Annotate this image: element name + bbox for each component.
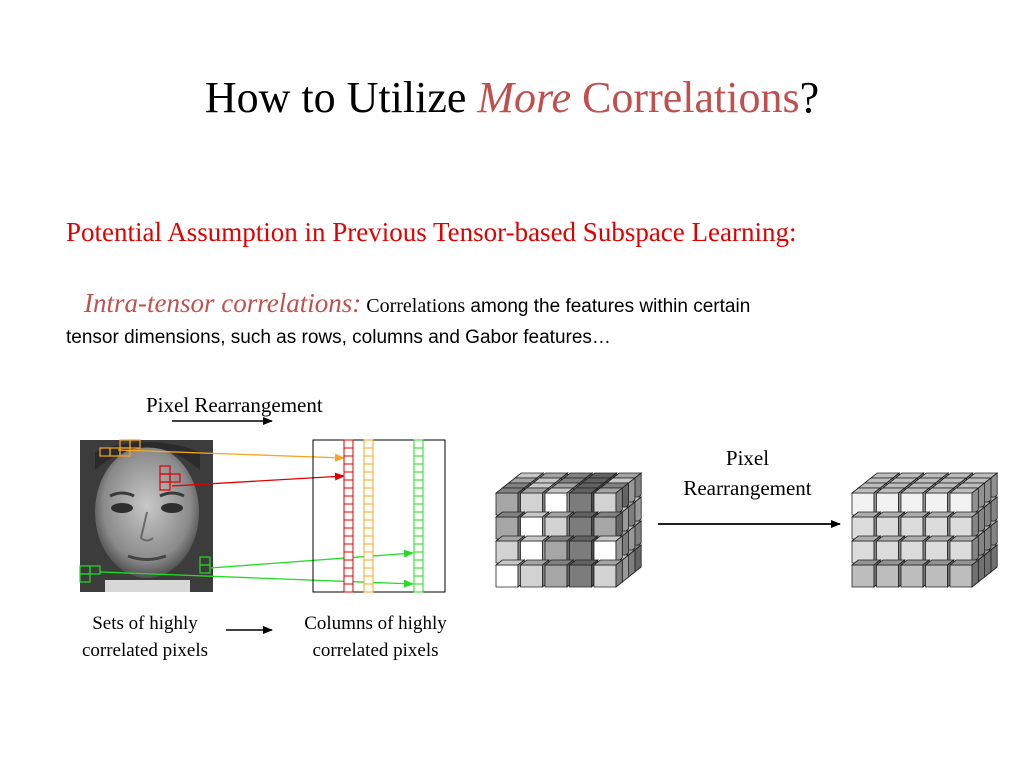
caption-right-line-2: correlated pixels [312, 640, 439, 661]
orange-pixel-group [99, 439, 141, 457]
right-label-line-2: Rearrangement [683, 476, 812, 500]
green-mapping-arrow-1 [209, 549, 414, 569]
voxel-cube-icon [494, 472, 643, 588]
definition-line-2: tensor dimensions, such as rows, columns… [66, 327, 611, 348]
caption-correlated-columns: Columns of highly correlated pixels [283, 610, 468, 664]
orange-mapping-arrow [117, 449, 345, 462]
title-emphasis: More [477, 73, 572, 122]
slide-title: How to Utilize More Correlations? [0, 72, 1024, 123]
definition-line-1: Intra-tensor correlations: Correlations … [84, 288, 750, 319]
definition-lead-word: Correlations [361, 295, 466, 317]
green-pixel-column [413, 439, 424, 593]
green-pixel-group [79, 556, 211, 583]
voxel-cube-icon [850, 472, 999, 588]
definition-line-1-text: among the features within certain [465, 296, 751, 317]
pixel-rearrangement-label-left: Pixel Rearrangement [146, 393, 323, 417]
title-accent: Correlations [571, 73, 800, 122]
face-photo-icon [80, 440, 213, 592]
red-pixel-group [159, 465, 181, 491]
title-prefix: How to Utilize [204, 73, 478, 122]
caption-left-line-2: correlated pixels [81, 640, 209, 661]
slide-subtitle: Potential Assumption in Previous Tensor-… [66, 217, 797, 247]
rearranged-matrix [312, 439, 446, 593]
red-pixel-column [343, 439, 354, 593]
rearranged-columns [343, 439, 424, 593]
orange-pixel-column [363, 439, 374, 593]
green-mapping-arrow-2 [99, 571, 414, 588]
title-suffix: ? [799, 73, 820, 122]
red-mapping-arrow [171, 472, 345, 487]
right-label-line-1: Pixel [725, 446, 770, 470]
caption-right-line-1: Columns of highly [304, 613, 447, 634]
definition-term: Intra-tensor correlations: [84, 288, 362, 318]
caption-correlated-sets: Sets of highly correlated pixels [50, 610, 240, 664]
caption-left-line-1: Sets of highly [92, 613, 198, 634]
